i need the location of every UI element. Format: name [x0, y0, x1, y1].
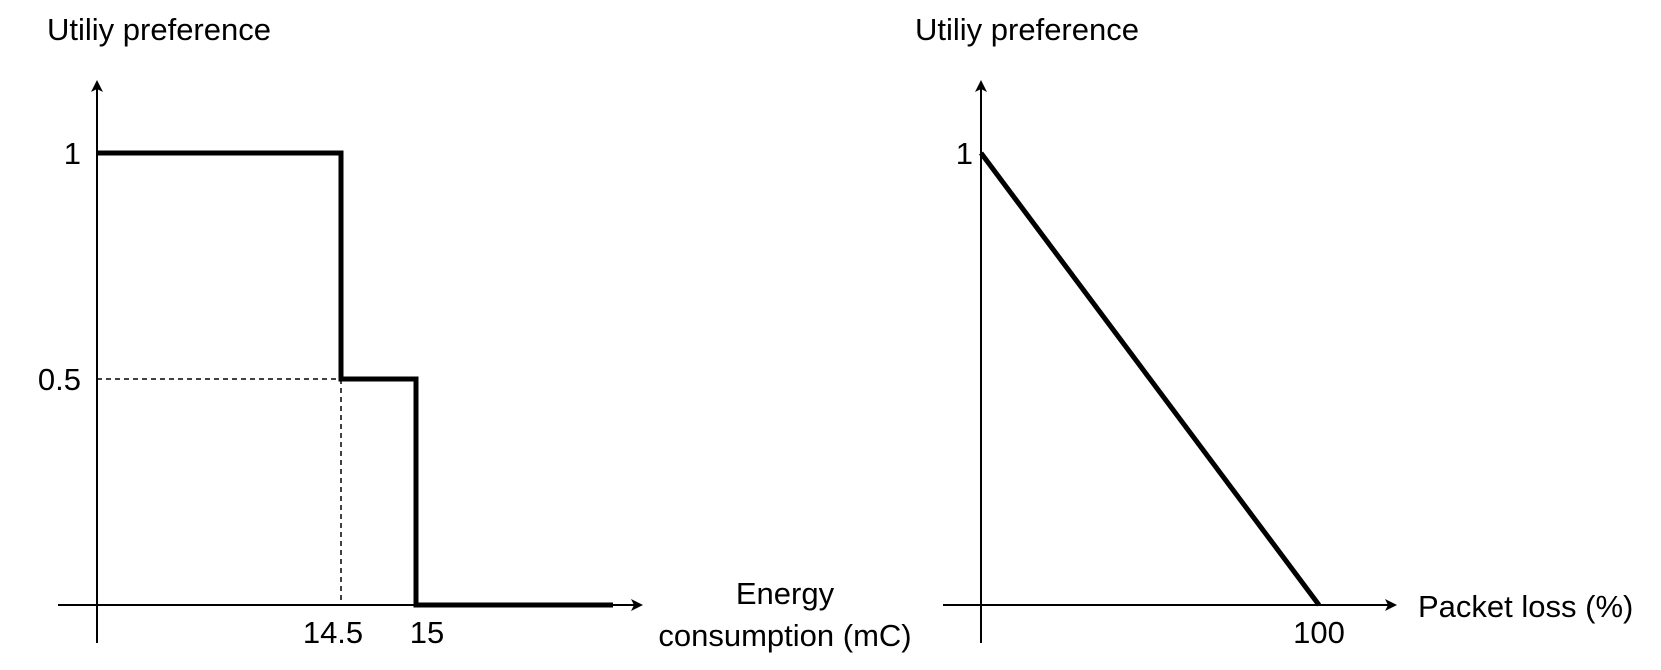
left-x-axis-label-line-1: Energy: [736, 576, 835, 611]
left-y-tick-label: 0.5: [38, 362, 81, 397]
left-y-tick-label: 1: [64, 136, 81, 171]
left-series-line: [97, 150, 613, 608]
left-x-tick-label: 14.5: [303, 615, 363, 650]
packet-loss-utility-chart: Utiliy preference 1 100 Packet loss (%): [915, 12, 1633, 650]
right-y-tick-label: 1: [956, 136, 973, 171]
right-x-axis-label: Packet loss (%): [1418, 589, 1633, 624]
left-y-axis-label: Utiliy preference: [47, 12, 271, 47]
left-x-tick-label: 15: [410, 615, 444, 650]
energy-utility-chart: Utiliy preference 1 0.5 14.5 15 Energy c…: [38, 12, 912, 653]
left-x-axis-label-line-2: consumption (mC): [658, 618, 911, 653]
right-series-line: [978, 151, 1322, 607]
right-y-axis-label: Utiliy preference: [915, 12, 1139, 47]
right-x-tick-label: 100: [1293, 615, 1345, 650]
